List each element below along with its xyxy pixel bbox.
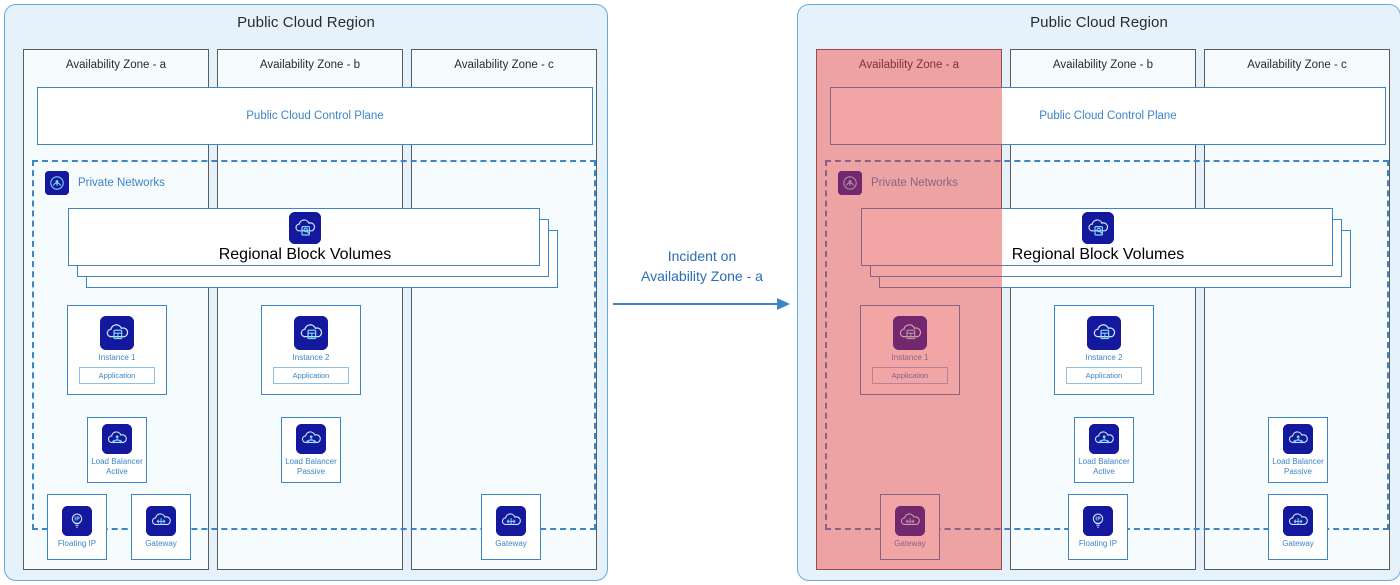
- node-load-balancer-active[interactable]: Load Balancer Active: [87, 417, 147, 483]
- application-chip[interactable]: Application: [1066, 366, 1142, 384]
- node-label: Instance 2: [292, 353, 330, 363]
- floating-ip-icon: IP: [1083, 505, 1113, 536]
- incident-label: Incident on Availability Zone - a: [641, 248, 763, 285]
- zone-a-title: Availability Zone - a: [858, 59, 960, 71]
- zone-a-title: Availability Zone - a: [65, 59, 167, 71]
- control-plane: Public Cloud Control Plane: [830, 87, 1386, 145]
- instance-icon: [294, 316, 328, 351]
- gateway-icon: [146, 505, 176, 536]
- arrow-head-icon: [777, 297, 790, 310]
- node-load-balancer-passive[interactable]: Load Balancer Passive: [1268, 417, 1328, 483]
- node-instance-1[interactable]: Instance 1 Application: [860, 305, 960, 395]
- private-network-icon: [838, 171, 862, 195]
- node-instance-1[interactable]: Instance 1 Application: [67, 305, 167, 395]
- node-gateway-c[interactable]: Gateway: [481, 494, 541, 560]
- node-load-balancer-active[interactable]: Load Balancer Active: [1074, 417, 1134, 483]
- block-volume-icon: [1082, 212, 1114, 244]
- transition-arrow-group: Incident on Availability Zone - a: [613, 246, 791, 316]
- svg-text:IP: IP: [1095, 517, 1101, 523]
- instance-icon: [893, 316, 927, 351]
- control-plane-label: Public Cloud Control Plane: [1039, 110, 1177, 122]
- region-title: Public Cloud Region: [237, 14, 375, 31]
- application-chip[interactable]: Application: [872, 366, 948, 384]
- load-balancer-icon: [102, 424, 132, 455]
- private-networks-label-group: Private Networks: [45, 171, 165, 195]
- volume-sheet-front: Regional Block Volumes: [861, 208, 1333, 266]
- regional-block-volumes-label: Regional Block Volumes: [1011, 246, 1185, 263]
- region-title: Public Cloud Region: [1030, 14, 1168, 31]
- volume-sheet-front: Regional Block Volumes: [68, 208, 540, 266]
- floating-ip-icon: IP: [62, 505, 92, 536]
- regional-block-volumes-stack: Regional Block Volumes: [861, 208, 1351, 288]
- regional-block-volumes-label: Regional Block Volumes: [218, 246, 392, 263]
- node-label: Gateway: [1282, 538, 1314, 548]
- private-networks-label: Private Networks: [871, 177, 958, 189]
- load-balancer-icon: [296, 424, 326, 455]
- zone-b-title: Availability Zone - b: [259, 59, 361, 71]
- node-label: Gateway: [894, 538, 926, 548]
- node-load-balancer-passive[interactable]: Load Balancer Passive: [281, 417, 341, 483]
- gateway-icon: [1283, 505, 1313, 536]
- node-label: Load Balancer Passive: [285, 457, 337, 476]
- gateway-icon: [496, 505, 526, 536]
- control-plane-label: Public Cloud Control Plane: [246, 110, 384, 122]
- load-balancer-icon: [1089, 424, 1119, 455]
- instance-icon: [100, 316, 134, 351]
- block-volume-icon: [289, 212, 321, 244]
- node-label: Floating IP: [1078, 538, 1118, 548]
- arrow-shaft: [613, 303, 779, 305]
- node-label: Instance 1: [891, 353, 929, 363]
- application-chip[interactable]: Application: [273, 366, 349, 384]
- private-networks-boundary: [32, 160, 596, 530]
- node-label: Gateway: [495, 538, 527, 548]
- instance-icon: [1087, 316, 1121, 351]
- application-chip[interactable]: Application: [79, 366, 155, 384]
- control-plane: Public Cloud Control Plane: [37, 87, 593, 145]
- node-label: Gateway: [145, 538, 177, 548]
- node-label: Instance 1: [98, 353, 136, 363]
- node-label: Instance 2: [1085, 353, 1123, 363]
- private-networks-label: Private Networks: [78, 177, 165, 189]
- zone-b-title: Availability Zone - b: [1052, 59, 1154, 71]
- region-panel-after: Public Cloud Region Availability Zone - …: [797, 4, 1400, 581]
- node-label: Load Balancer Active: [91, 457, 143, 476]
- node-instance-2[interactable]: Instance 2 Application: [261, 305, 361, 395]
- node-label: Floating IP: [57, 538, 97, 548]
- node-floating-ip[interactable]: IP Floating IP: [1068, 494, 1128, 560]
- zone-c-title: Availability Zone - c: [454, 59, 554, 71]
- node-instance-2[interactable]: Instance 2 Application: [1054, 305, 1154, 395]
- load-balancer-icon: [1283, 424, 1313, 455]
- private-networks-label-group: Private Networks: [838, 171, 958, 195]
- zone-c-title: Availability Zone - c: [1247, 59, 1347, 71]
- node-gateway-c[interactable]: Gateway: [1268, 494, 1328, 560]
- private-network-icon: [45, 171, 69, 195]
- node-floating-ip[interactable]: IP Floating IP: [47, 494, 107, 560]
- node-gateway-a[interactable]: Gateway: [880, 494, 940, 560]
- gateway-icon: [895, 505, 925, 536]
- node-label: Load Balancer Active: [1078, 457, 1130, 476]
- node-label: Load Balancer Passive: [1272, 457, 1324, 476]
- region-panel-before: Public Cloud Region Availability Zone - …: [4, 4, 608, 581]
- node-gateway-a[interactable]: Gateway: [131, 494, 191, 560]
- regional-block-volumes-stack: Regional Block Volumes: [68, 208, 558, 288]
- svg-text:IP: IP: [74, 517, 80, 523]
